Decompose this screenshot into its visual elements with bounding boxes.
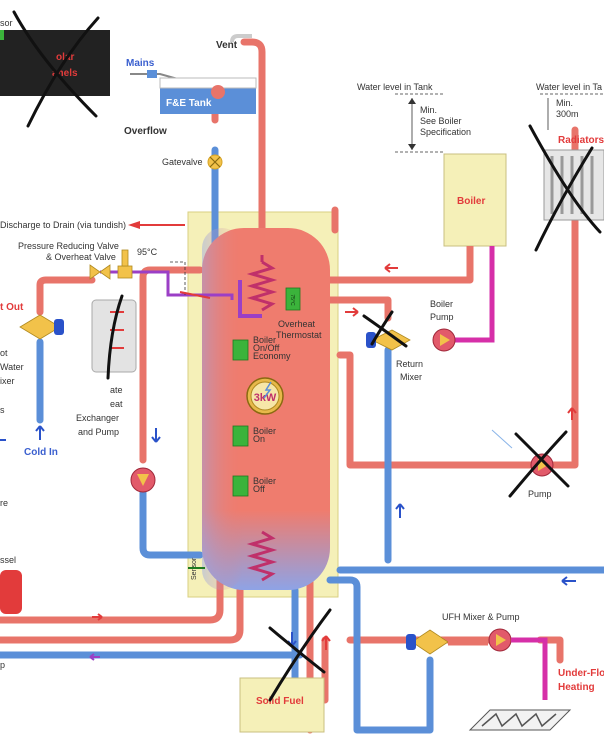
solar-panels-label-2: anels — [52, 68, 78, 79]
boiler-pump-label-1: Boiler — [430, 299, 453, 309]
fe-tank-label: F&E Tank — [166, 98, 212, 109]
red-marker — [179, 291, 211, 299]
vent-label: Vent — [216, 40, 238, 51]
radiators — [543, 149, 604, 221]
left-p-label: p — [0, 660, 5, 670]
solar-panels-label: olar — [56, 52, 74, 63]
boiler-onoff-label-2: On/Off — [253, 343, 280, 353]
solid-fuel-coil — [246, 530, 278, 582]
overheat-label-2: Thermostat — [276, 330, 322, 340]
hot-water-mixer-label-2: Water — [0, 362, 24, 372]
boiler-on-label-2: On — [253, 434, 265, 444]
mains-label: Mains — [126, 58, 155, 69]
mains-valve — [147, 70, 157, 78]
prv-valve — [89, 249, 133, 280]
ufh-mixer-label: UFH Mixer & Pump — [442, 612, 520, 622]
cold-pipes — [0, 146, 604, 734]
immersion-label: 3kW — [254, 392, 277, 404]
boiler-off-label-1: Boiler — [253, 476, 276, 486]
solid-fuel-boiler: Solid Fuel — [239, 677, 325, 733]
boiler-pump-label-2: Pump — [430, 312, 454, 322]
left-s-label: s — [0, 405, 5, 415]
cold-in-label: Cold In — [24, 447, 58, 458]
purple-line — [100, 270, 234, 300]
underfloor-heating-coil — [468, 709, 572, 731]
boiler-on-stat — [232, 425, 249, 447]
min-see-label-1: Min. — [420, 105, 437, 115]
vent-pipe — [230, 34, 252, 43]
water-level-indicator-1 — [395, 93, 445, 153]
lightning-icon — [263, 381, 272, 399]
handwritten-cross-marks — [12, 10, 602, 702]
prv-label-2: & Overheat Valve — [46, 252, 116, 262]
pump-label: Pump — [528, 489, 552, 499]
sensor-top-label: sor — [0, 18, 13, 28]
plate-heat-label-1: ate — [110, 385, 123, 395]
left-re-label: re — [0, 498, 8, 508]
return-mixer-label-2: Mixer — [400, 372, 422, 382]
plate-heat-label-4: and Pump — [78, 427, 119, 437]
left-pump — [130, 467, 156, 493]
flow-arrows — [0, 263, 577, 661]
fe-tank: F&E Tank — [159, 77, 257, 114]
vessel-label: ssel — [0, 555, 16, 565]
boiler-onoff-stat — [232, 339, 249, 361]
solar-panels: olar anels — [0, 30, 110, 96]
min-300-label-1: Min. — [556, 98, 573, 108]
radiators-label: Radiators — [558, 135, 604, 146]
gatevalve — [207, 154, 223, 170]
water-level-label-1: Water level in Tank — [357, 82, 433, 92]
boiler-onoff-label-3: Economy — [253, 351, 291, 361]
solid-fuel-label: Solid Fuel — [256, 696, 304, 707]
hot-water-mixer-label-1: ot — [0, 348, 8, 358]
plate-heat-exchanger — [91, 299, 137, 373]
boiler-return-pipe — [450, 246, 495, 343]
water-level-label-2: Water level in Ta — [536, 82, 602, 92]
return-mixer-label-1: Return — [396, 359, 423, 369]
min-300-label-2: 300m — [556, 109, 579, 119]
min-see-label-2: See Boiler — [420, 116, 462, 126]
discharge-label: Discharge to Drain (via tundish) — [0, 220, 126, 230]
plate-heat-label-2: eat — [110, 399, 123, 409]
ufh-pump — [488, 628, 512, 652]
ufh-mixer — [406, 629, 449, 655]
boiler-onoff-label-1: Boiler — [253, 335, 276, 345]
hot-water-mixer-label-3: ixer — [0, 376, 15, 386]
gatevalve-label: Gatevalve — [162, 157, 203, 167]
overheat-thermostat: 75°C — [285, 287, 301, 311]
hot-water-mixer — [19, 314, 64, 340]
prv-label-1: Pressure Reducing Valve — [18, 241, 119, 251]
under-floor-label-2: Heating — [558, 682, 595, 693]
boiler-off-stat — [232, 475, 249, 497]
overheat-label-1: Overheat — [278, 319, 316, 329]
prv-temp-label: 95°C — [137, 247, 158, 257]
min-see-label-3: Specification — [420, 127, 471, 137]
boiler-pump — [432, 328, 456, 352]
boiler-on-label-1: Boiler — [253, 426, 276, 436]
boiler-label: Boiler — [457, 196, 485, 207]
boiler: Boiler — [443, 153, 507, 247]
water-level-indicator-2 — [540, 93, 604, 130]
overflow-label: Overflow — [124, 126, 167, 137]
thermostat-temp: 75°C — [289, 294, 295, 306]
expansion-vessel — [0, 570, 22, 614]
ufh-flow-pipe — [511, 637, 548, 700]
boiler-off-label-2: Off — [253, 484, 265, 494]
under-floor-label-1: Under-Flo — [558, 668, 604, 679]
hot-out-label: t Out — [0, 302, 24, 313]
solar-return-pipe — [238, 280, 262, 318]
solar-coil — [246, 260, 278, 312]
plate-heat-label-3: Exchanger — [76, 413, 119, 423]
